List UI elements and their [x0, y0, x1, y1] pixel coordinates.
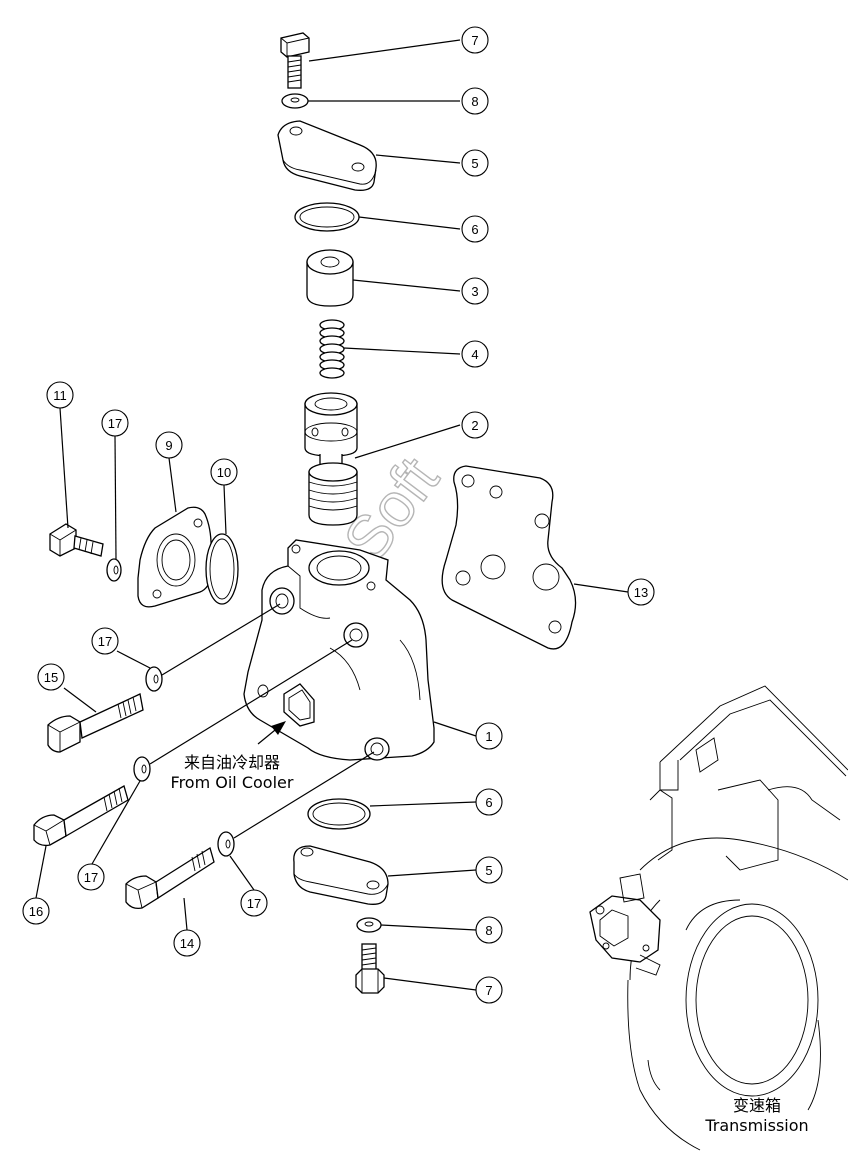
callout-1: 1 [475, 722, 503, 750]
callout-9: 9 [155, 431, 183, 459]
callout-15: 15 [37, 663, 65, 691]
spring-part [319, 319, 345, 379]
washer-17a-part [106, 558, 122, 582]
callout-11: 11 [46, 381, 74, 409]
washer-17c-part [133, 756, 151, 782]
callout-label: 4 [471, 347, 478, 362]
transmission-inset [589, 685, 848, 1151]
leader-lines [35, 39, 629, 991]
callout-17-upper: 17 [101, 409, 129, 437]
oil-cooler-label-en: From Oil Cooler [171, 773, 294, 792]
bolt-bottom-part [355, 943, 385, 994]
callout-label: 17 [108, 416, 122, 431]
callout-label: 2 [471, 418, 478, 433]
callout-3: 3 [461, 277, 489, 305]
callout-2: 2 [461, 411, 489, 439]
bolt-16-part [33, 785, 129, 847]
flange-9-part [137, 506, 212, 608]
bolt-top-part [280, 32, 310, 89]
cup-part [306, 249, 354, 307]
callout-7-top: 7 [461, 26, 489, 54]
callout-label: 14 [180, 936, 194, 951]
bolt-11-part [49, 523, 104, 557]
callout-label: 9 [165, 438, 172, 453]
callout-label: 8 [485, 923, 492, 938]
callout-8-top: 8 [461, 87, 489, 115]
callout-label: 13 [634, 585, 648, 600]
callout-label: 7 [485, 983, 492, 998]
callout-label: 7 [471, 33, 478, 48]
callout-label: 16 [29, 904, 43, 919]
callout-label: 8 [471, 94, 478, 109]
o-ring-top-part [294, 202, 360, 232]
callout-label: 15 [44, 670, 58, 685]
o-ring-bottom-part [307, 798, 371, 830]
callout-17-right-lower: 17 [240, 889, 268, 917]
o-ring-10-part [205, 533, 239, 605]
callout-5-top: 5 [461, 149, 489, 177]
callout-6-top: 6 [461, 215, 489, 243]
callout-label: 5 [471, 156, 478, 171]
callout-label: 5 [485, 863, 492, 878]
callout-10: 10 [210, 458, 238, 486]
transmission-label-en: Transmission [704, 1116, 808, 1135]
callout-6-bottom: 6 [475, 788, 503, 816]
callout-label: 6 [471, 222, 478, 237]
callout-label: 6 [485, 795, 492, 810]
callout-label: 1 [485, 729, 492, 744]
callout-label: 11 [53, 388, 67, 403]
callout-label: 17 [247, 896, 261, 911]
callout-label: 17 [84, 870, 98, 885]
gasket-part [441, 465, 577, 650]
callout-8-bottom: 8 [475, 916, 503, 944]
callout-13: 13 [627, 578, 655, 606]
callout-4: 4 [461, 340, 489, 368]
callout-5-bottom: 5 [475, 856, 503, 884]
cover-plate-bottom-part [293, 845, 389, 905]
washer-bottom-part [356, 917, 382, 933]
valve-part [304, 392, 358, 526]
callout-label: 17 [98, 634, 112, 649]
callout-17-left-lower: 17 [77, 863, 105, 891]
washer-top-part [281, 93, 309, 109]
transmission-label-cn: 变速箱 [733, 1096, 781, 1115]
bolt-15-part [47, 693, 144, 753]
bolt-14-part [125, 846, 215, 910]
callout-label: 3 [471, 284, 478, 299]
callout-label: 10 [217, 465, 231, 480]
cover-plate-top-part [277, 120, 377, 191]
callout-17-mid: 17 [91, 627, 119, 655]
washer-17d-part [217, 831, 235, 857]
washer-17b-part [145, 666, 163, 692]
oil-flow-arrow [257, 721, 286, 745]
callout-14: 14 [173, 929, 201, 957]
callout-16: 16 [22, 897, 50, 925]
oil-cooler-label-cn: 来自油冷却器 [184, 753, 280, 772]
callout-7-bottom: 7 [475, 976, 503, 1004]
